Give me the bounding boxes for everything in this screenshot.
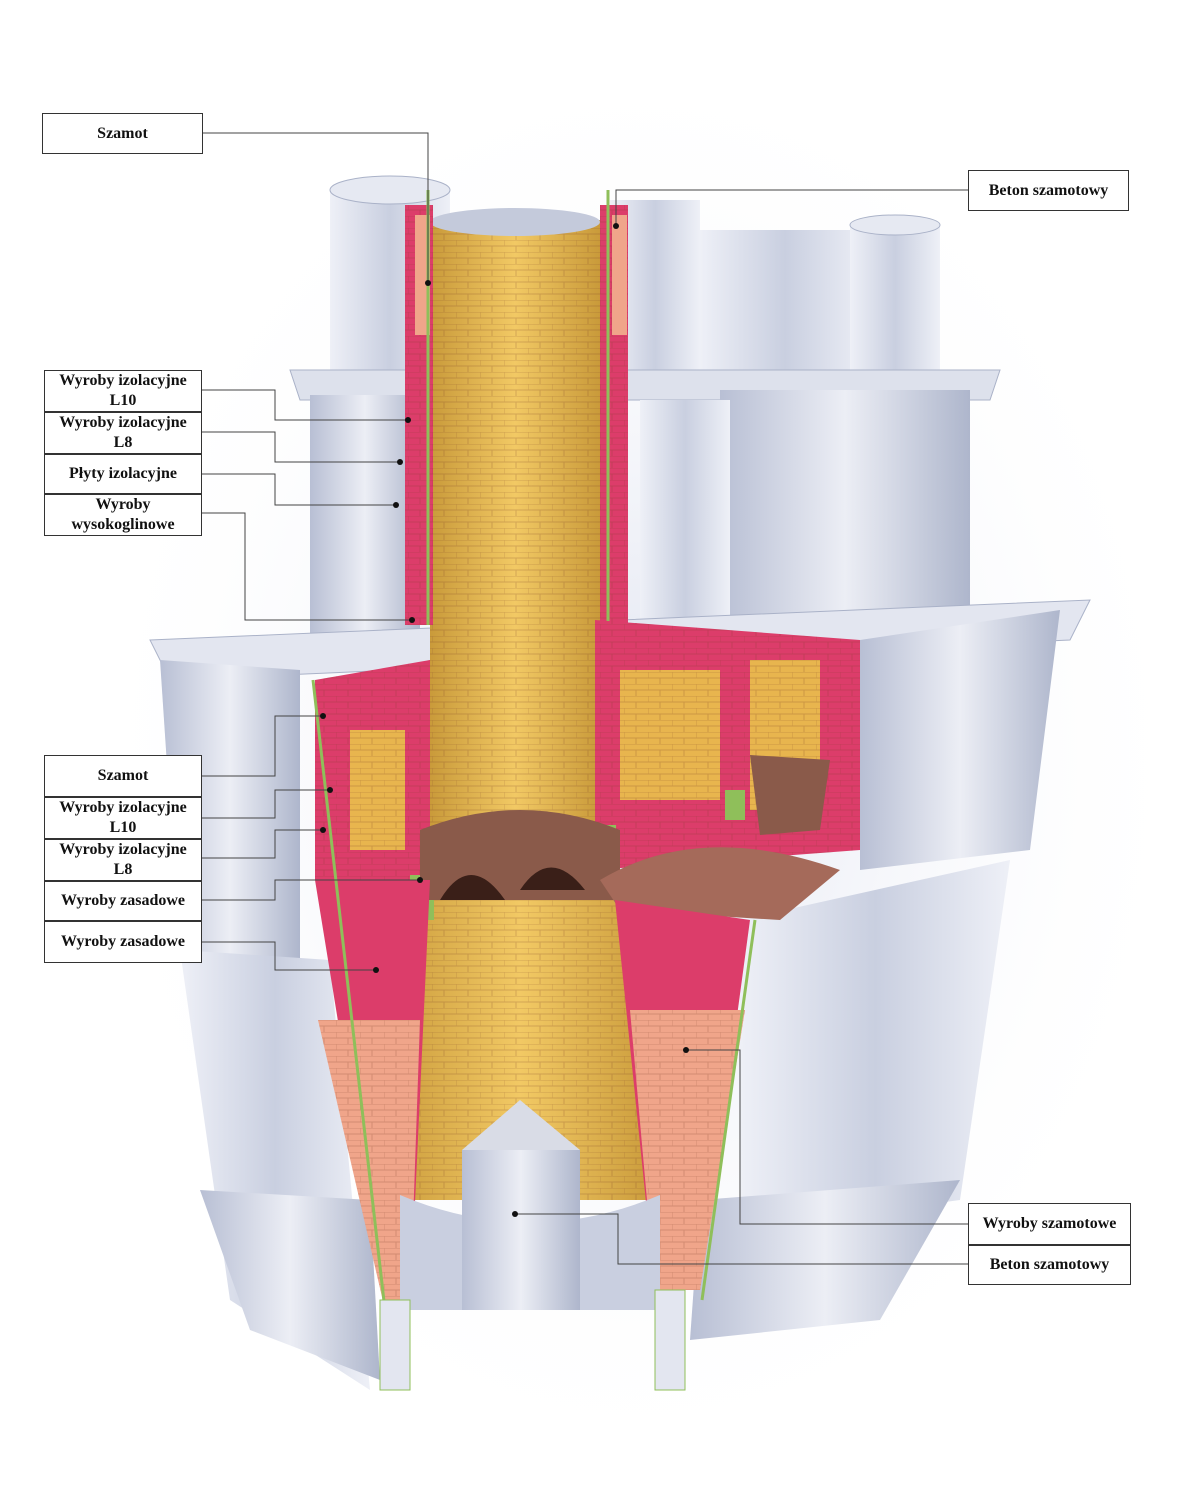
label-text: Płyty izolacyjne — [69, 465, 177, 482]
leader-lines — [202, 132, 968, 1265]
label-text: Wyroby zasadowe — [61, 892, 185, 909]
label-text: Szamot — [97, 767, 149, 784]
label-zasadowe-2: Wyroby zasadowe — [44, 921, 202, 963]
upper-lining — [405, 190, 628, 625]
label-text: Beton szamotowy — [989, 1256, 1110, 1273]
label-text: Wyroby izolacyjne — [59, 799, 187, 816]
label-text: Wyroby zasadowe — [61, 933, 185, 950]
label-izolacyjne-l8-top: Wyroby izolacyjne L8 — [44, 412, 202, 454]
label-izolacyjne-l10-mid: Wyroby izolacyjne L10 — [44, 797, 202, 839]
label-text: L8 — [113, 434, 133, 451]
tertiary-air-duct-arches — [420, 755, 840, 920]
label-beton-szamotowy-top: Beton szamotowy — [968, 170, 1129, 211]
steel-frame — [149, 599, 1091, 1390]
label-text: Wyroby izolacyjne — [59, 372, 187, 389]
label-text: L8 — [113, 861, 133, 878]
label-text: Wyroby szamotowe — [982, 1215, 1117, 1232]
label-text: Wyroby izolacyjne — [59, 841, 187, 858]
label-plyty-izolacyjne: Płyty izolacyjne — [44, 454, 202, 494]
label-text: wysokoglinowe — [71, 516, 175, 533]
label-text: L10 — [109, 392, 137, 409]
label-text: Szamot — [97, 124, 148, 142]
label-text: Beton szamotowy — [988, 181, 1109, 199]
label-szamot-top: Szamot — [42, 113, 203, 154]
label-izolacyjne-l10-top: Wyroby izolacyjne L10 — [44, 370, 202, 412]
central-shaft — [380, 208, 660, 1200]
label-szamot-mid: Szamot — [44, 755, 202, 797]
upper-cyclones — [289, 175, 1001, 645]
label-zasadowe-1: Wyroby zasadowe — [44, 881, 202, 921]
label-izolacyjne-l8-mid: Wyroby izolacyjne L8 — [44, 839, 202, 881]
label-text: Wyroby izolacyjne — [59, 414, 187, 431]
leader-dots — [320, 223, 689, 1217]
label-wyroby-szamotowe: Wyroby szamotowe — [968, 1203, 1131, 1245]
label-wysokoglinowe: Wyroby wysokoglinowe — [44, 494, 202, 536]
label-text: Wyroby — [95, 496, 151, 513]
label-beton-szamotowy-bottom: Beton szamotowy — [968, 1245, 1131, 1285]
base-floor — [379, 1100, 686, 1391]
label-text: L10 — [109, 819, 137, 836]
